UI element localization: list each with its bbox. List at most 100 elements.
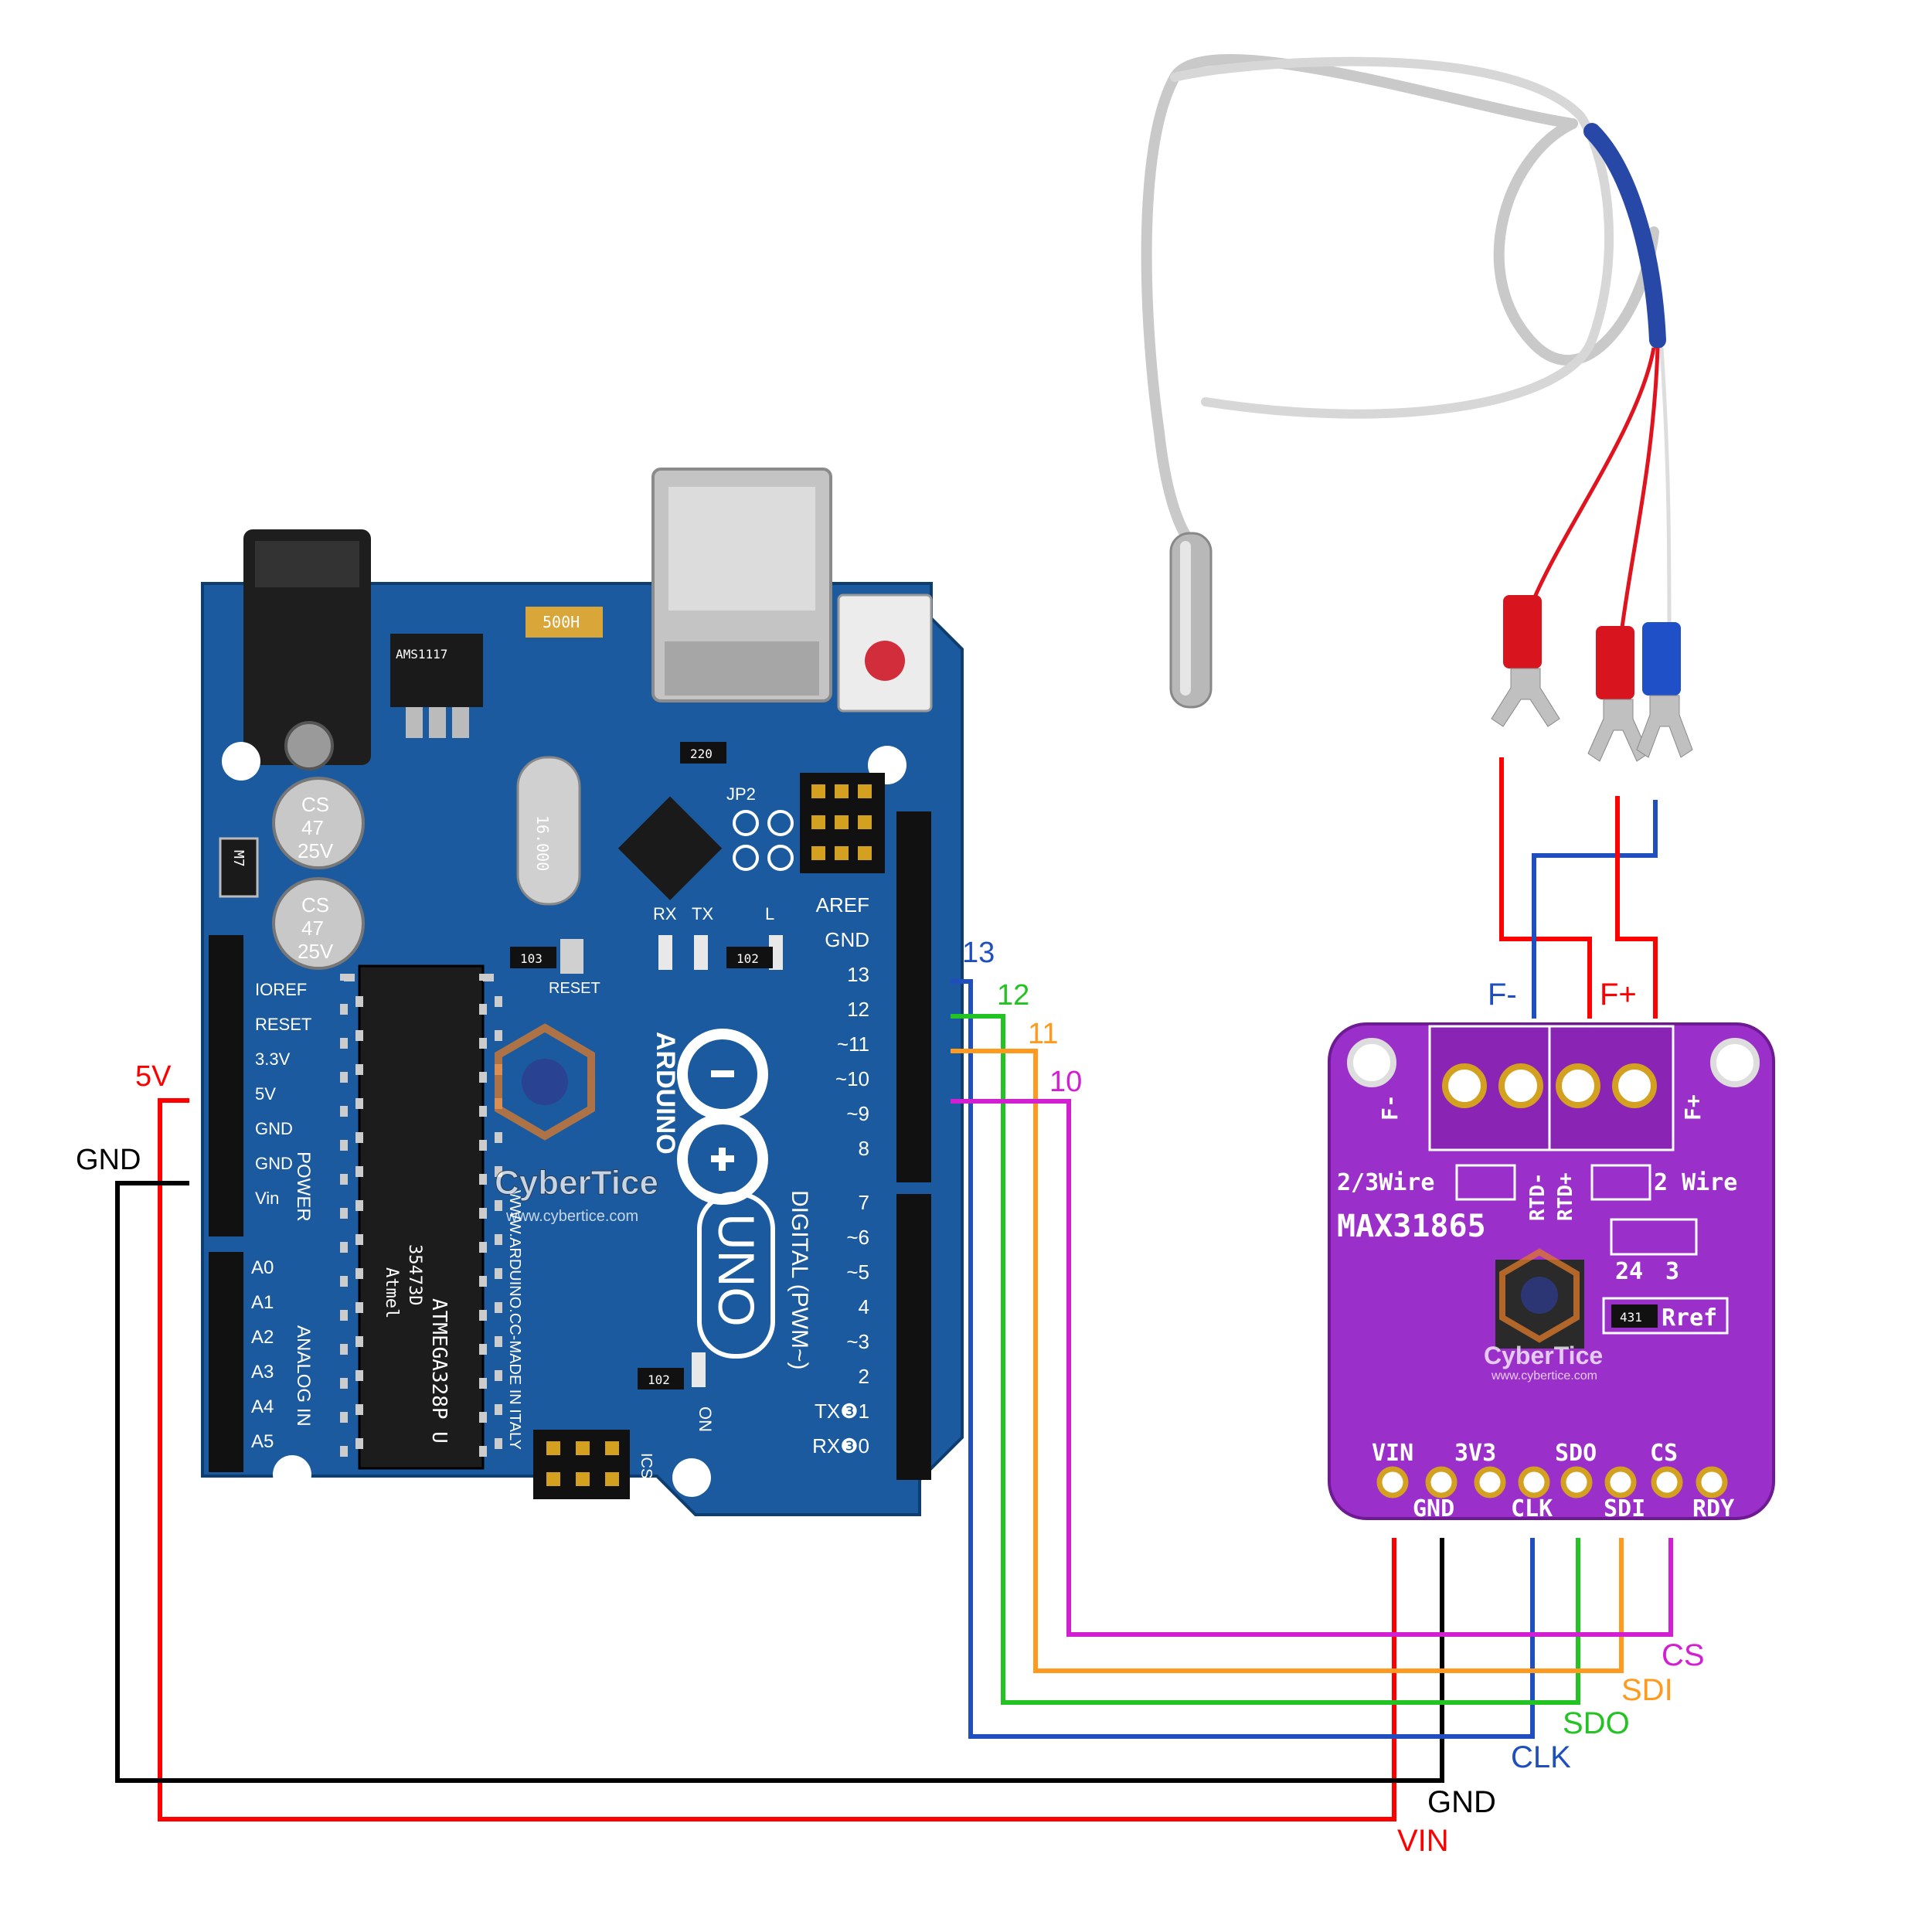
probe-cable-loop: [1170, 56, 1614, 419]
watermark-logo: CyberTice www.cybertice.com: [495, 1023, 658, 1225]
chip-text: ATMEGA328P U: [427, 1298, 451, 1444]
probe-wires: [1499, 757, 1658, 1019]
svg-text:Vin: Vin: [255, 1189, 279, 1208]
rx-label: RX: [653, 904, 677, 923]
label-pin10: 10: [1049, 1066, 1082, 1098]
svg-text:8: 8: [859, 1137, 869, 1160]
svg-text:~10: ~10: [835, 1067, 869, 1090]
wire-probe-f-minus-blue: [1532, 800, 1658, 1019]
analog-title: ANALOG IN: [293, 1325, 314, 1427]
max31865-board: F- F+ 2/3Wire 2 Wire RTD- RTD+ MAX31865 …: [1328, 1022, 1775, 1522]
svg-text:500H: 500H: [543, 613, 580, 631]
smd-resistor: 220: [680, 742, 726, 764]
two-three-wire-label: 2/3Wire: [1337, 1169, 1434, 1196]
smd-resistor: 102: [726, 947, 773, 968]
digital-bottom-labels: 7 ~6 ~5 4 ~3 2 TX❸1 RX❸0: [812, 1191, 869, 1458]
chip-brand: Atmel: [382, 1267, 401, 1318]
rref-resistor: 431 Rref: [1602, 1297, 1729, 1335]
svg-text:431: 431: [1620, 1310, 1642, 1325]
spade-terminal-f-plus: [1587, 626, 1649, 762]
max-f-plus: F+: [1680, 1094, 1706, 1121]
probe-tip-highlight: [1180, 541, 1191, 696]
svg-text:~11: ~11: [837, 1032, 869, 1056]
label-pin13: 13: [962, 937, 995, 969]
label-clk: CLK: [1511, 1740, 1571, 1774]
digital-top-labels: AREF GND 13 12 ~11 ~10 ~9 8: [816, 893, 869, 1160]
max-pins-bottom-labels: GND CLK SDI RDY: [1413, 1495, 1734, 1522]
solder-jumper: [1610, 1218, 1698, 1256]
wire-gnd-to-gnd: [115, 1181, 1444, 1783]
two-wire-label: 2 Wire: [1654, 1169, 1737, 1196]
rx-led: [658, 935, 672, 970]
svg-text:AREF: AREF: [816, 893, 869, 917]
max-chip-name: MAX31865: [1337, 1209, 1486, 1244]
icsp-header-top: [800, 773, 885, 873]
svg-text:~3: ~3: [846, 1330, 869, 1353]
smd-resistor: 103: [510, 947, 556, 968]
power-jack: [243, 529, 371, 765]
svg-text:~6: ~6: [846, 1226, 869, 1249]
spade-terminal-f-minus: [1491, 595, 1560, 727]
probe-lead-left-red: [1524, 347, 1656, 619]
chip-pins: [340, 974, 502, 1461]
svg-text:4: 4: [859, 1295, 869, 1318]
svg-text:GND: GND: [255, 1154, 293, 1173]
svg-text:www.cybertice.com: www.cybertice.com: [505, 1208, 638, 1225]
arduino-uno-board: CS 47 25V CS 47 25V AMS1117 500H 16.000: [201, 468, 964, 1516]
wire-12-to-sdo: [951, 1014, 1580, 1705]
rtd-probe: [1141, 54, 1693, 762]
svg-text:CS: CS: [301, 893, 329, 917]
mounting-hole: [672, 1458, 711, 1497]
uno-badge: UNO: [697, 1192, 775, 1359]
svg-text:7: 7: [859, 1191, 869, 1214]
probe-lead-blue: [1659, 347, 1672, 634]
rtd-minus-label: RTD-: [1526, 1172, 1549, 1221]
svg-text:16.000: 16.000: [533, 815, 552, 871]
label-sdo: SDO: [1563, 1706, 1630, 1740]
label-pin11: 11: [1028, 1018, 1058, 1050]
mounting-hole: [222, 742, 260, 781]
svg-text:CLK: CLK: [1511, 1495, 1553, 1522]
svg-text:www.cybertice.com: www.cybertice.com: [1491, 1369, 1597, 1383]
svg-text:CS: CS: [1650, 1440, 1678, 1467]
capacitor: CS 47 25V: [272, 877, 365, 970]
svg-text:47: 47: [301, 816, 324, 839]
svg-text:5V: 5V: [255, 1084, 276, 1104]
power-title: POWER: [293, 1151, 314, 1222]
svg-text:Rref: Rref: [1662, 1304, 1717, 1332]
svg-text:3.3V: 3.3V: [255, 1049, 291, 1069]
tx-led: [694, 935, 708, 970]
wire-probe-f-plus-red: [1615, 796, 1658, 1019]
svg-text:~9: ~9: [846, 1102, 869, 1125]
jumper-24: 24: [1615, 1258, 1643, 1285]
svg-text:M7: M7: [230, 850, 247, 867]
power-header: [209, 935, 243, 1472]
svg-text:~5: ~5: [846, 1260, 869, 1284]
svg-text:12: 12: [847, 998, 869, 1021]
tx-label: TX: [692, 904, 713, 923]
label-5v: 5V: [135, 1060, 172, 1093]
label-pin12: 12: [997, 979, 1029, 1012]
on-label: ON: [696, 1406, 715, 1432]
screw-terminal-block: [1428, 1025, 1675, 1151]
fuse: [526, 607, 603, 638]
svg-text:CyberTice: CyberTice: [495, 1164, 658, 1202]
svg-text:A5: A5: [251, 1431, 274, 1452]
digital-title: DIGITAL (PWM~): [787, 1190, 812, 1370]
reset-label: RESET: [549, 980, 600, 997]
label-gnd-right: GND: [1427, 1785, 1496, 1819]
power-labels: IOREF RESET 3.3V 5V GND GND Vin: [255, 980, 311, 1208]
rtd-plus-label: RTD+: [1554, 1172, 1577, 1221]
crystal: [516, 756, 581, 906]
svg-text:SDI: SDI: [1604, 1495, 1645, 1522]
probe-f-plus-label: F+: [1600, 978, 1637, 1012]
label-sdi: SDI: [1621, 1673, 1673, 1707]
svg-text:A1: A1: [251, 1292, 274, 1313]
smd-resistor: 102: [638, 1368, 684, 1389]
arduino-logo: [677, 1029, 768, 1205]
jp2-label: JP2: [726, 784, 756, 804]
connection-wires: [115, 979, 1673, 1821]
chip-code: 35473D: [405, 1244, 424, 1305]
svg-text:25V: 25V: [298, 940, 334, 963]
